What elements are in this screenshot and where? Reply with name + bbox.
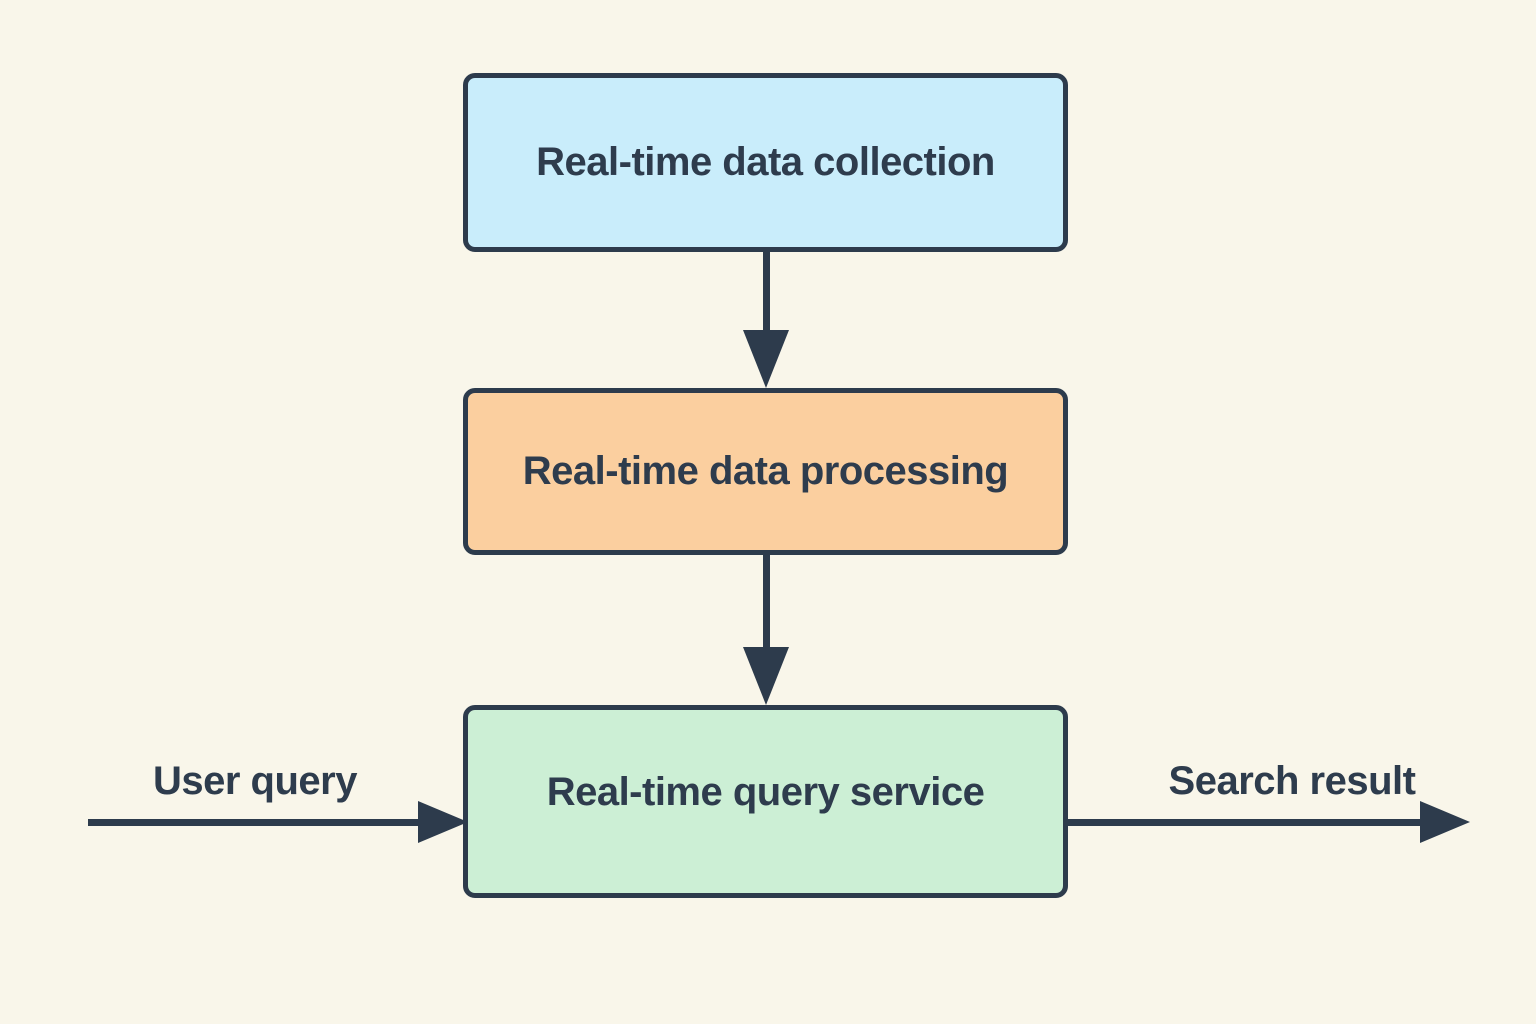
connector-search-result-line — [1068, 819, 1422, 826]
arrow-down-icon — [743, 330, 789, 388]
arrow-down-icon — [743, 647, 789, 705]
connector-processing-to-query-line — [763, 555, 770, 649]
arrow-right-icon — [1420, 801, 1470, 843]
node-label-data-collection: Real-time data collection — [536, 140, 995, 184]
node-real-time-data-collection: Real-time data collection — [463, 73, 1068, 252]
node-real-time-query-service: Real-time query service — [463, 705, 1068, 898]
connector-collection-to-processing-line — [763, 252, 770, 332]
edge-label-user-query: User query — [153, 759, 357, 803]
connector-user-query-line — [88, 819, 422, 826]
edge-label-search-result: Search result — [1168, 759, 1416, 803]
node-label-data-processing: Real-time data processing — [522, 449, 1009, 493]
arrow-right-icon — [418, 801, 468, 843]
node-real-time-data-processing: Real-time data processing — [463, 388, 1068, 555]
node-label-query-service: Real-time query service — [546, 770, 985, 814]
